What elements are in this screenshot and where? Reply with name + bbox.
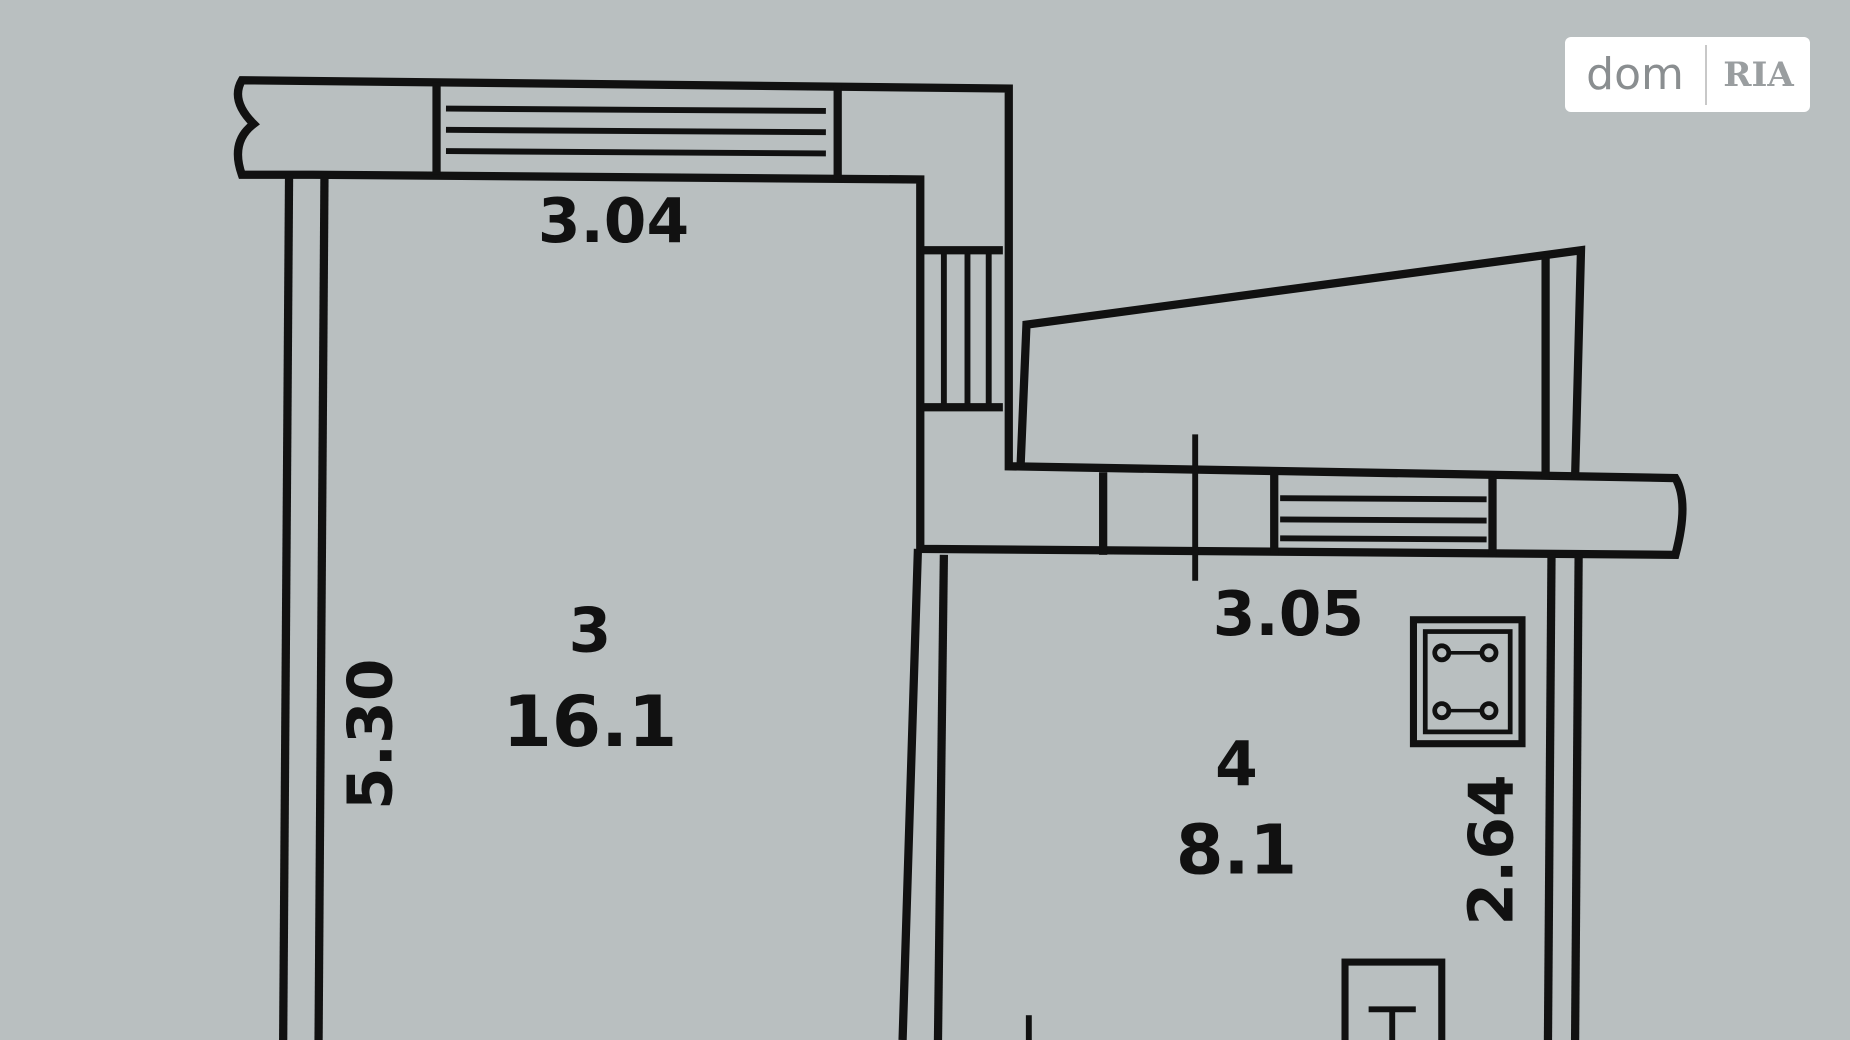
dimension-room3-width: 3.04 (538, 186, 689, 257)
dimension-room4-width: 3.05 (1213, 579, 1364, 650)
room-4-area: 8.1 (1176, 811, 1297, 891)
sink-icon (1341, 958, 1446, 1040)
logo-ria-text: RIA (1723, 54, 1794, 95)
room-3-number: 3 (569, 596, 612, 667)
room-3-area: 16.1 (503, 680, 678, 763)
domria-watermark-logo: dom RIA (1565, 37, 1810, 112)
walls (233, 76, 1687, 1040)
dimension-room3-length: 5.30 (336, 659, 407, 810)
logo-dom-text: dom (1586, 49, 1684, 100)
dimension-room4-length: 2.64 (1457, 774, 1528, 925)
room-4-number: 4 (1215, 729, 1258, 800)
stove-icon (1409, 616, 1526, 748)
logo-divider (1705, 44, 1707, 105)
